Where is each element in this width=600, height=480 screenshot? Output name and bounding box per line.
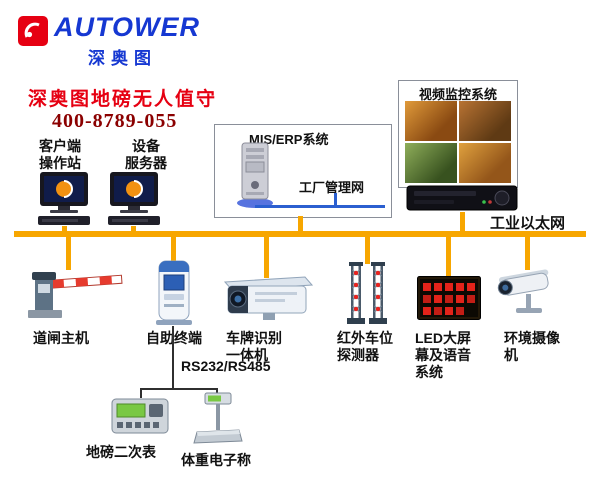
lpr-label: 车牌识别 一体机: [226, 330, 282, 363]
connector-mis-lan: [255, 205, 385, 208]
dvr-recorder-icon: [406, 184, 518, 217]
brand-name-cn: 深奥图: [88, 49, 157, 68]
ethernet-bus: [14, 231, 586, 237]
connector-dvr: [460, 212, 465, 231]
cctv-camera-icon: [496, 268, 558, 323]
video-thumbnail: [405, 101, 457, 141]
led-label: LED大屏 幕及语音 系统: [415, 330, 471, 380]
platform-scale-icon: [191, 392, 245, 453]
video-surveillance-title: 视频监控系统: [418, 87, 497, 102]
connector-factory-net: [334, 193, 337, 205]
indicator-label: 地磅二次表: [86, 444, 156, 460]
connector-camera: [525, 237, 530, 270]
video-surveillance-box: 视频监控系统: [398, 80, 518, 188]
connector-client-pc: [62, 226, 67, 231]
device-server-label: 设备 服务器: [125, 138, 167, 171]
phone-number: 400-8789-055: [52, 110, 178, 132]
cctv-label: 环境摄像 机: [504, 330, 560, 363]
connector-server-pc: [131, 226, 136, 231]
led-screen-icon: [417, 276, 481, 325]
infrared-detector-icon: [341, 260, 393, 331]
client-pc-icon: [36, 172, 92, 231]
factory-network-label: 工厂管理网: [299, 180, 365, 195]
brand-logo-icon: [18, 16, 48, 51]
brand-name: AUTOWER: [54, 12, 200, 42]
connector-mis-box: [298, 216, 303, 231]
weigh-indicator-icon: [111, 396, 169, 441]
ethernet-bus-label: 工业以太网: [490, 215, 566, 232]
connector-kiosk: [171, 237, 176, 262]
mis-erp-box: MIS/ERP系统 工厂管理网: [214, 124, 392, 218]
erp-server-tower-icon: [233, 141, 277, 214]
client-station-label: 客户端 操作站: [39, 138, 81, 171]
barrier-gate-icon: [24, 268, 124, 327]
page-title: 深奥图地磅无人值守: [28, 89, 218, 110]
connector-infrared: [365, 237, 370, 264]
connector-indicator: [140, 388, 142, 398]
lpr-camera-icon: [221, 276, 314, 327]
infrared-label: 红外车位 探测器: [337, 330, 393, 363]
video-thumbnail: [459, 101, 511, 141]
kiosk-icon: [151, 260, 197, 331]
video-thumbnail-grid: [405, 101, 511, 183]
connector-scale: [216, 388, 218, 394]
video-thumbnail: [459, 143, 511, 183]
connector-lpr: [264, 237, 269, 278]
kiosk-label: 自助终端: [146, 330, 202, 346]
connector-led: [446, 237, 451, 276]
barrier-label: 道闸主机: [33, 330, 89, 346]
rs-label: RS232/RS485: [181, 358, 271, 374]
connector-barrier: [66, 237, 71, 270]
connector-rs-vertical: [172, 326, 174, 390]
video-thumbnail: [405, 143, 457, 183]
server-pc-icon: [106, 172, 162, 231]
connector-rs-horizontal: [140, 388, 218, 390]
mis-erp-title: MIS/ERP系统: [249, 132, 329, 147]
scale-label: 体重电子称: [181, 452, 251, 468]
